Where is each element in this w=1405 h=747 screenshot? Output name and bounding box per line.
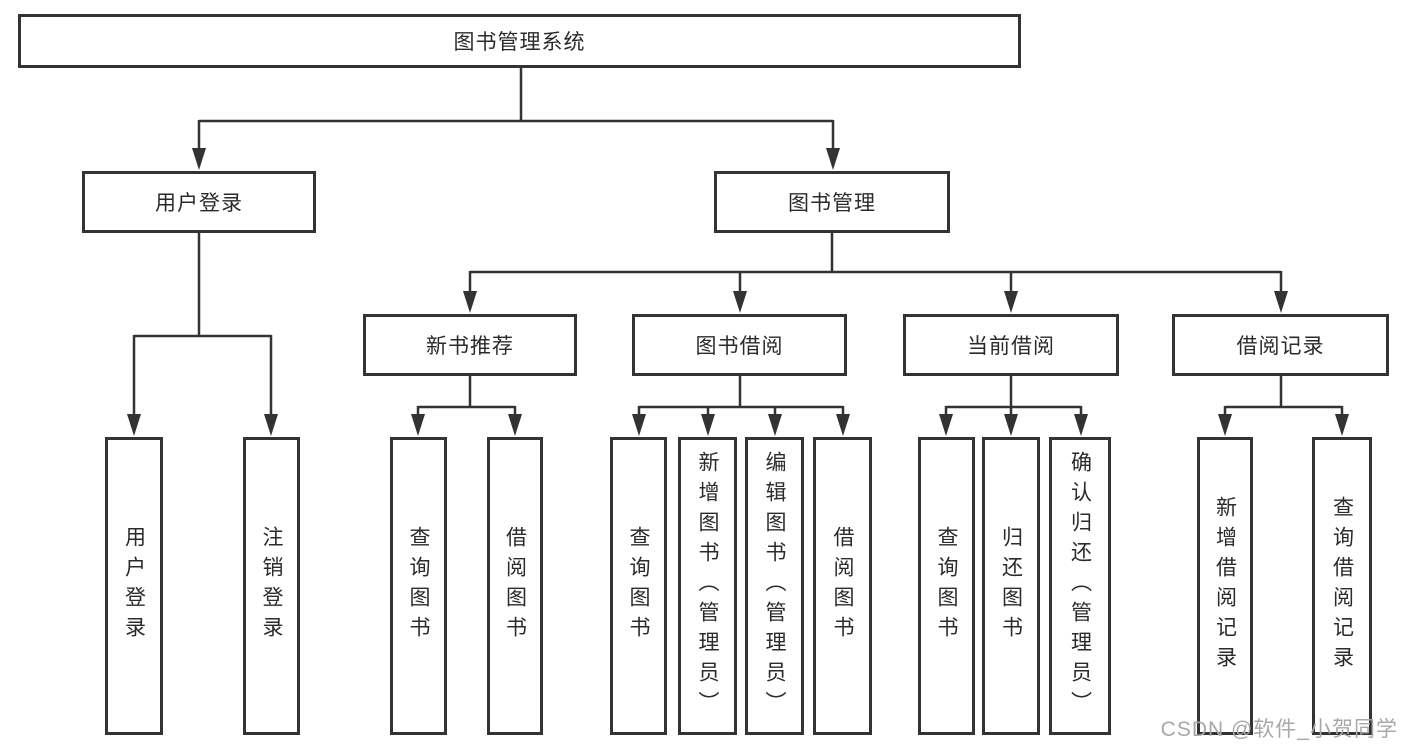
node-root-library-system: 图书管理系统 [18,14,1021,68]
leaf-br-add-record: 新增借阅记录 [1197,437,1253,735]
leaf-user-login-label: 用户登录 [122,526,146,646]
leaf-br-add-record-label: 新增借阅记录 [1213,496,1237,676]
node-new-book-recommend-label: 新书推荐 [426,335,514,358]
leaf-bb-edit-books-admin: 编辑图书（管理员） [745,437,804,735]
leaf-br-query-record: 查询借阅记录 [1312,437,1372,735]
leaf-bb-add-books-admin: 新增图书（管理员） [678,437,737,735]
leaf-cb-return-books-label: 归还图书 [999,526,1023,646]
node-book-management-branch: 图书管理 [714,171,950,233]
leaf-bb-add-books-admin-label: 新增图书（管理员） [696,451,719,721]
leaf-logout: 注销登录 [243,437,300,735]
node-borrow-record-label: 借阅记录 [1236,335,1325,358]
leaf-nbr-borrow-books-label: 借阅图书 [503,526,527,646]
node-book-borrow: 图书借阅 [632,314,847,376]
node-user-login-branch-label: 用户登录 [155,192,243,215]
node-root-label: 图书管理系统 [453,31,586,54]
leaf-nbr-query-books-label: 查询图书 [407,526,430,646]
leaf-cb-return-books: 归还图书 [982,437,1040,735]
leaf-br-query-record-label: 查询借阅记录 [1330,496,1354,676]
leaf-bb-borrow-books: 借阅图书 [813,437,872,735]
leaf-bb-query-books: 查询图书 [610,437,667,735]
leaf-cb-query-books: 查询图书 [918,437,975,735]
leaf-cb-confirm-return-admin: 确认归还（管理员） [1049,437,1111,735]
leaf-bb-borrow-books-label: 借阅图书 [831,526,854,646]
node-current-borrow: 当前借阅 [903,314,1119,376]
node-current-borrow-label: 当前借阅 [967,335,1055,358]
leaf-logout-label: 注销登录 [260,526,283,646]
csdn-watermark: CSDN @软件_小贺同学 [1160,718,1398,741]
node-book-management-branch-label: 图书管理 [788,192,876,215]
node-user-login-branch: 用户登录 [82,171,316,233]
leaf-nbr-query-books: 查询图书 [390,437,447,735]
leaf-bb-edit-books-admin-label: 编辑图书（管理员） [763,451,786,721]
node-book-borrow-label: 图书借阅 [695,335,784,358]
node-new-book-recommend: 新书推荐 [363,314,577,376]
leaf-bb-query-books-label: 查询图书 [627,526,650,646]
node-borrow-record: 借阅记录 [1172,314,1389,376]
leaf-user-login: 用户登录 [105,437,163,735]
leaf-nbr-borrow-books: 借阅图书 [487,437,543,735]
leaf-cb-confirm-return-admin-label: 确认归还（管理员） [1068,451,1092,721]
leaf-cb-query-books-label: 查询图书 [935,526,958,646]
